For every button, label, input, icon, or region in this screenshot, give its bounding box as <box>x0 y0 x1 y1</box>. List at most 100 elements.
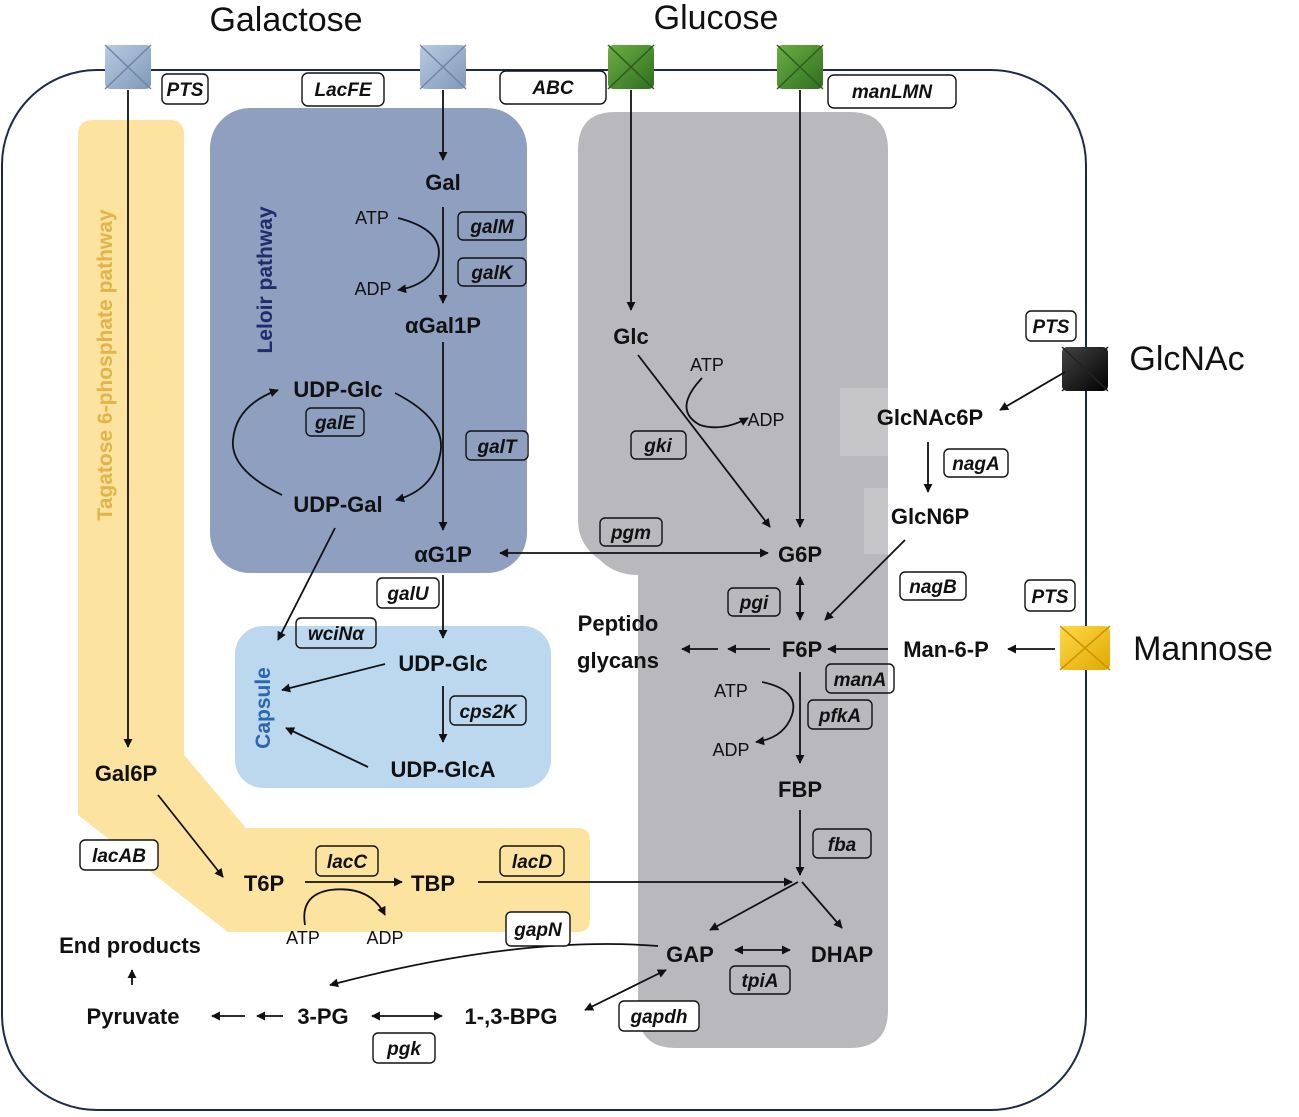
gene-box-lacab: lacAB <box>79 839 159 871</box>
metabolite-g6p: G6P <box>778 542 822 567</box>
gene-box-mana: manA <box>825 663 895 694</box>
gene-box-wcina: wciNα <box>295 617 377 649</box>
metabolite-fbp: FBP <box>778 777 822 802</box>
metabolite-man6p: Man-6-P <box>903 637 989 662</box>
svg-text:cps2K: cps2K <box>459 702 517 723</box>
arrow-glcnac-glcnac6p <box>999 371 1066 411</box>
arrow-galt-arc <box>394 392 442 503</box>
label-box-pts-glcnac: PTS <box>1025 310 1077 342</box>
metabolite-pyruvate: Pyruvate <box>87 1004 180 1029</box>
arrow-gap-3pg <box>329 943 659 988</box>
capsule-region <box>235 626 551 788</box>
svg-text:galM: galM <box>469 217 514 238</box>
svg-text:PTS: PTS <box>167 80 204 101</box>
glcn6p-shade <box>864 488 888 554</box>
svg-text:wciNα: wciNα <box>308 624 365 645</box>
gene-box-galk: galK <box>457 257 527 287</box>
gene-box-lacc: lacC <box>315 845 379 877</box>
gene-box-naga: nagA <box>943 448 1009 478</box>
svg-text:pgk: pgk <box>386 1039 422 1060</box>
gene-box-gki: gki <box>630 430 687 460</box>
arrow-gale-cycle <box>232 388 283 496</box>
metabolite-gal6p: Gal6P <box>95 761 157 786</box>
glucose-manlmn-transporter <box>776 44 824 90</box>
arrow-atp-adp-gki <box>685 377 749 429</box>
tagatose-pathway-label: Tagatose 6-phosphate pathway <box>94 209 117 520</box>
arrow-udpgal-capsule <box>277 527 336 641</box>
metabolite-13bpg: 1-,3-BPG <box>465 1004 558 1029</box>
arrow-split-gap <box>709 881 799 931</box>
glcnac-pts-transporter <box>1061 346 1109 392</box>
cofactor-adp-galk: ADP <box>354 279 391 299</box>
svg-text:PTS: PTS <box>1033 317 1070 338</box>
svg-text:manA: manA <box>834 670 887 691</box>
galactose-label: Galactose <box>209 1 362 39</box>
cofactor-adp-pfk: ADP <box>712 740 749 760</box>
glcnac6p-shade <box>840 388 888 456</box>
gene-box-gapn: gapN <box>505 911 571 947</box>
arrow-udpglca-capsule <box>285 727 369 768</box>
mannose-label: Mannose <box>1133 630 1273 668</box>
glucose-label: Glucose <box>654 0 779 37</box>
svg-text:gki: gki <box>643 436 672 457</box>
leloir-pathway-region <box>210 108 527 573</box>
svg-text:galE: galE <box>314 413 356 434</box>
metabolite-udp-glc: UDP-Glc <box>398 651 487 676</box>
mannose-pts-transporter <box>1059 625 1111 671</box>
reaction-arrows <box>123 90 1066 1021</box>
metabolite-ag1p: αG1P <box>414 542 472 567</box>
gene-box-gapdh: gapdh <box>618 1000 700 1032</box>
svg-text:fba: fba <box>828 835 857 856</box>
gene-box-cps2k: cps2K <box>449 695 527 726</box>
cofactor-adp-lacc: ADP <box>366 928 403 948</box>
svg-text:pgi: pgi <box>739 593 769 614</box>
galactose-pts-transporter <box>104 44 152 90</box>
svg-text:tpiA: tpiA <box>742 971 779 992</box>
gene-box-gale: galE <box>305 407 365 437</box>
metabolite-peptidoglycans-line2: glycans <box>577 648 659 673</box>
cofactor-atp-gki: ATP <box>690 355 724 375</box>
glcnac-label: GlcNAc <box>1129 340 1244 378</box>
svg-text:galK: galK <box>470 263 513 284</box>
svg-text:lacAB: lacAB <box>92 846 146 867</box>
gene-box-galu: galU <box>376 577 440 609</box>
svg-text:LacFE: LacFE <box>314 80 372 101</box>
metabolite-gal: Gal <box>425 170 460 195</box>
gene-box-pgm: pgm <box>599 517 663 547</box>
label-box-pts-mannose: PTS <box>1024 579 1076 612</box>
label-box-lacfe: LacFE <box>301 72 385 107</box>
arrow-gal6p-t6p <box>157 794 224 878</box>
metabolite-t6p: T6P <box>244 871 284 896</box>
arrow-split-dhap <box>801 881 843 929</box>
arrow-atp-adp-pfk <box>755 681 795 746</box>
galactose-lacfe-transporter <box>419 44 467 90</box>
gene-box-fba: fba <box>812 828 872 859</box>
metabolite-gap: GAP <box>666 942 714 967</box>
gene-box-nagb: nagB <box>899 571 967 601</box>
arrow-udpglc-capsule <box>281 663 386 693</box>
svg-text:manLMN: manLMN <box>852 82 934 103</box>
metabolite-tbp: TBP <box>411 871 455 896</box>
metabolite-udp-glc-leloir: UDP-Glc <box>293 377 382 402</box>
capsule-label: Capsule <box>252 667 275 749</box>
label-box-abc: ABC <box>499 70 607 105</box>
gene-box-galt: galT <box>465 430 529 461</box>
metabolite-glc: Glc <box>613 324 648 349</box>
cofactor-atp-galk: ATP <box>355 208 389 228</box>
arrow-gap-bpg <box>584 969 667 1011</box>
gene-box-pgk: pgk <box>372 1032 436 1064</box>
svg-text:pgm: pgm <box>610 523 651 544</box>
gene-box-lacd: lacD <box>499 845 565 877</box>
metabolite-glcn6p: GlcN6P <box>891 504 969 529</box>
metabolite-udp-glca: UDP-GlcA <box>390 757 495 782</box>
metabolite-f6p: F6P <box>782 637 822 662</box>
metabolite-3pg: 3-PG <box>297 1004 348 1029</box>
cofactor-atp-lacc: ATP <box>286 928 320 948</box>
svg-text:galT: galT <box>476 437 517 458</box>
svg-text:nagA: nagA <box>952 454 1000 475</box>
metabolite-end-products: End products <box>59 933 201 958</box>
svg-text:nagB: nagB <box>909 577 957 598</box>
metabolite-agal1p: αGal1P <box>405 313 481 338</box>
